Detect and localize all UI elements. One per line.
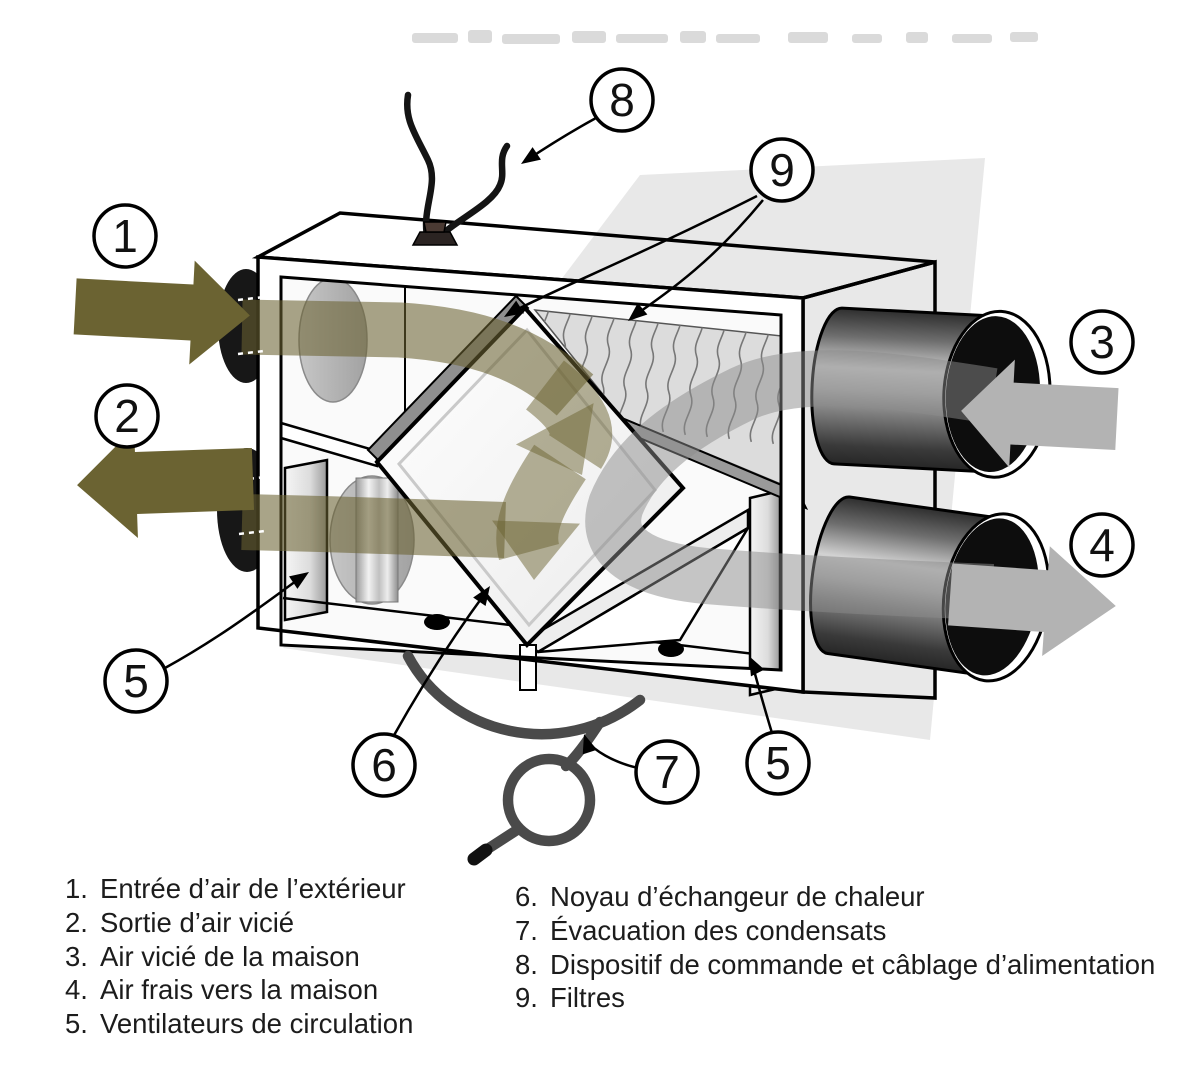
cropped-text-artifact <box>412 30 1038 44</box>
callout-4-label: 4 <box>1089 519 1115 571</box>
power-wire-right <box>432 142 511 244</box>
control-wiring <box>403 91 511 246</box>
leader-9-core <box>511 194 758 314</box>
callout-5-right: 5 <box>745 730 811 796</box>
artifact-dash <box>412 33 458 43</box>
callout-5-right-label: 5 <box>765 737 791 789</box>
artifact-dash <box>788 32 828 43</box>
air-flow-bands <box>241 299 998 620</box>
callout-8: 8 <box>589 67 655 133</box>
callout-7: 7 <box>634 739 700 805</box>
callout-5-left-circle <box>103 648 169 714</box>
callout-7-label: 7 <box>654 746 680 798</box>
tube-end-cap <box>467 843 493 866</box>
wire-grommet-base <box>411 231 459 246</box>
arrow-4-fresh-air-to-house <box>948 546 1116 656</box>
leader-5-left <box>164 574 304 670</box>
core-support-post <box>519 644 537 691</box>
artifact-dash <box>716 34 760 43</box>
wire-grommet-cap <box>423 221 447 233</box>
callout-8-label: 8 <box>609 74 635 126</box>
drain-hole-left <box>424 614 450 630</box>
condensate-tube <box>402 650 646 866</box>
callout-9-circle <box>749 137 815 203</box>
leader-8-arrowhead <box>516 147 541 171</box>
callout-1-label: 1 <box>112 210 138 262</box>
callout-9: 9 <box>749 137 815 203</box>
core-inner-inset <box>397 327 657 628</box>
callout-9-label: 9 <box>769 144 795 196</box>
leader-8 <box>526 116 597 162</box>
callout-5-left-label: 5 <box>123 655 149 707</box>
callout-leaders <box>164 116 774 770</box>
leader-7 <box>586 740 639 770</box>
callout-4: 4 <box>1069 512 1135 578</box>
artifact-dash <box>468 30 492 43</box>
arrow-2-stale-air-out <box>77 428 255 538</box>
arrow-1-fresh-air-in <box>73 260 250 365</box>
leader-9-filter <box>633 199 764 318</box>
front-frame-band <box>258 257 803 692</box>
artifact-dash <box>616 34 668 43</box>
artifact-dash <box>852 34 882 43</box>
callout-3: 3 <box>1069 309 1135 375</box>
artifact-dash <box>906 32 928 43</box>
power-wire-left <box>403 91 436 244</box>
house-air-band <box>585 350 998 620</box>
callout-3-label: 3 <box>1089 316 1115 368</box>
callout-3-circle <box>1069 309 1135 375</box>
collar-dash <box>237 349 265 356</box>
core-flow-arrowhead-2 <box>492 520 580 580</box>
callout-2-label: 2 <box>114 390 140 442</box>
callout-8-circle <box>589 67 655 133</box>
callout-2-circle <box>94 383 160 449</box>
callout-6-label: 6 <box>371 739 397 791</box>
fresh-air-band-out <box>241 494 507 558</box>
artifact-dash <box>502 34 560 44</box>
callout-4-circle <box>1069 512 1135 578</box>
tube-loop <box>502 753 596 847</box>
artifact-dash <box>572 31 606 43</box>
drain-hole-right <box>658 641 684 657</box>
callout-1-circle <box>92 203 158 269</box>
artifact-dash <box>952 34 992 43</box>
callout-5-left: 5 <box>103 648 169 714</box>
callout-1: 1 <box>92 203 158 269</box>
arrow-3-house-air-in <box>961 359 1119 468</box>
callout-5-right-circle <box>745 730 811 796</box>
callout-2: 2 <box>94 383 160 449</box>
collar-dash <box>237 295 265 302</box>
artifact-dash <box>1010 32 1038 42</box>
callout-6: 6 <box>351 732 417 798</box>
collar-dash <box>238 529 266 536</box>
tube-sag <box>402 650 646 740</box>
core-flow-arrowhead-1 <box>515 403 594 475</box>
callout-7-circle <box>634 739 700 805</box>
callout-6-circle <box>351 732 417 798</box>
artifact-dash <box>680 31 706 43</box>
leader-6 <box>391 591 488 738</box>
